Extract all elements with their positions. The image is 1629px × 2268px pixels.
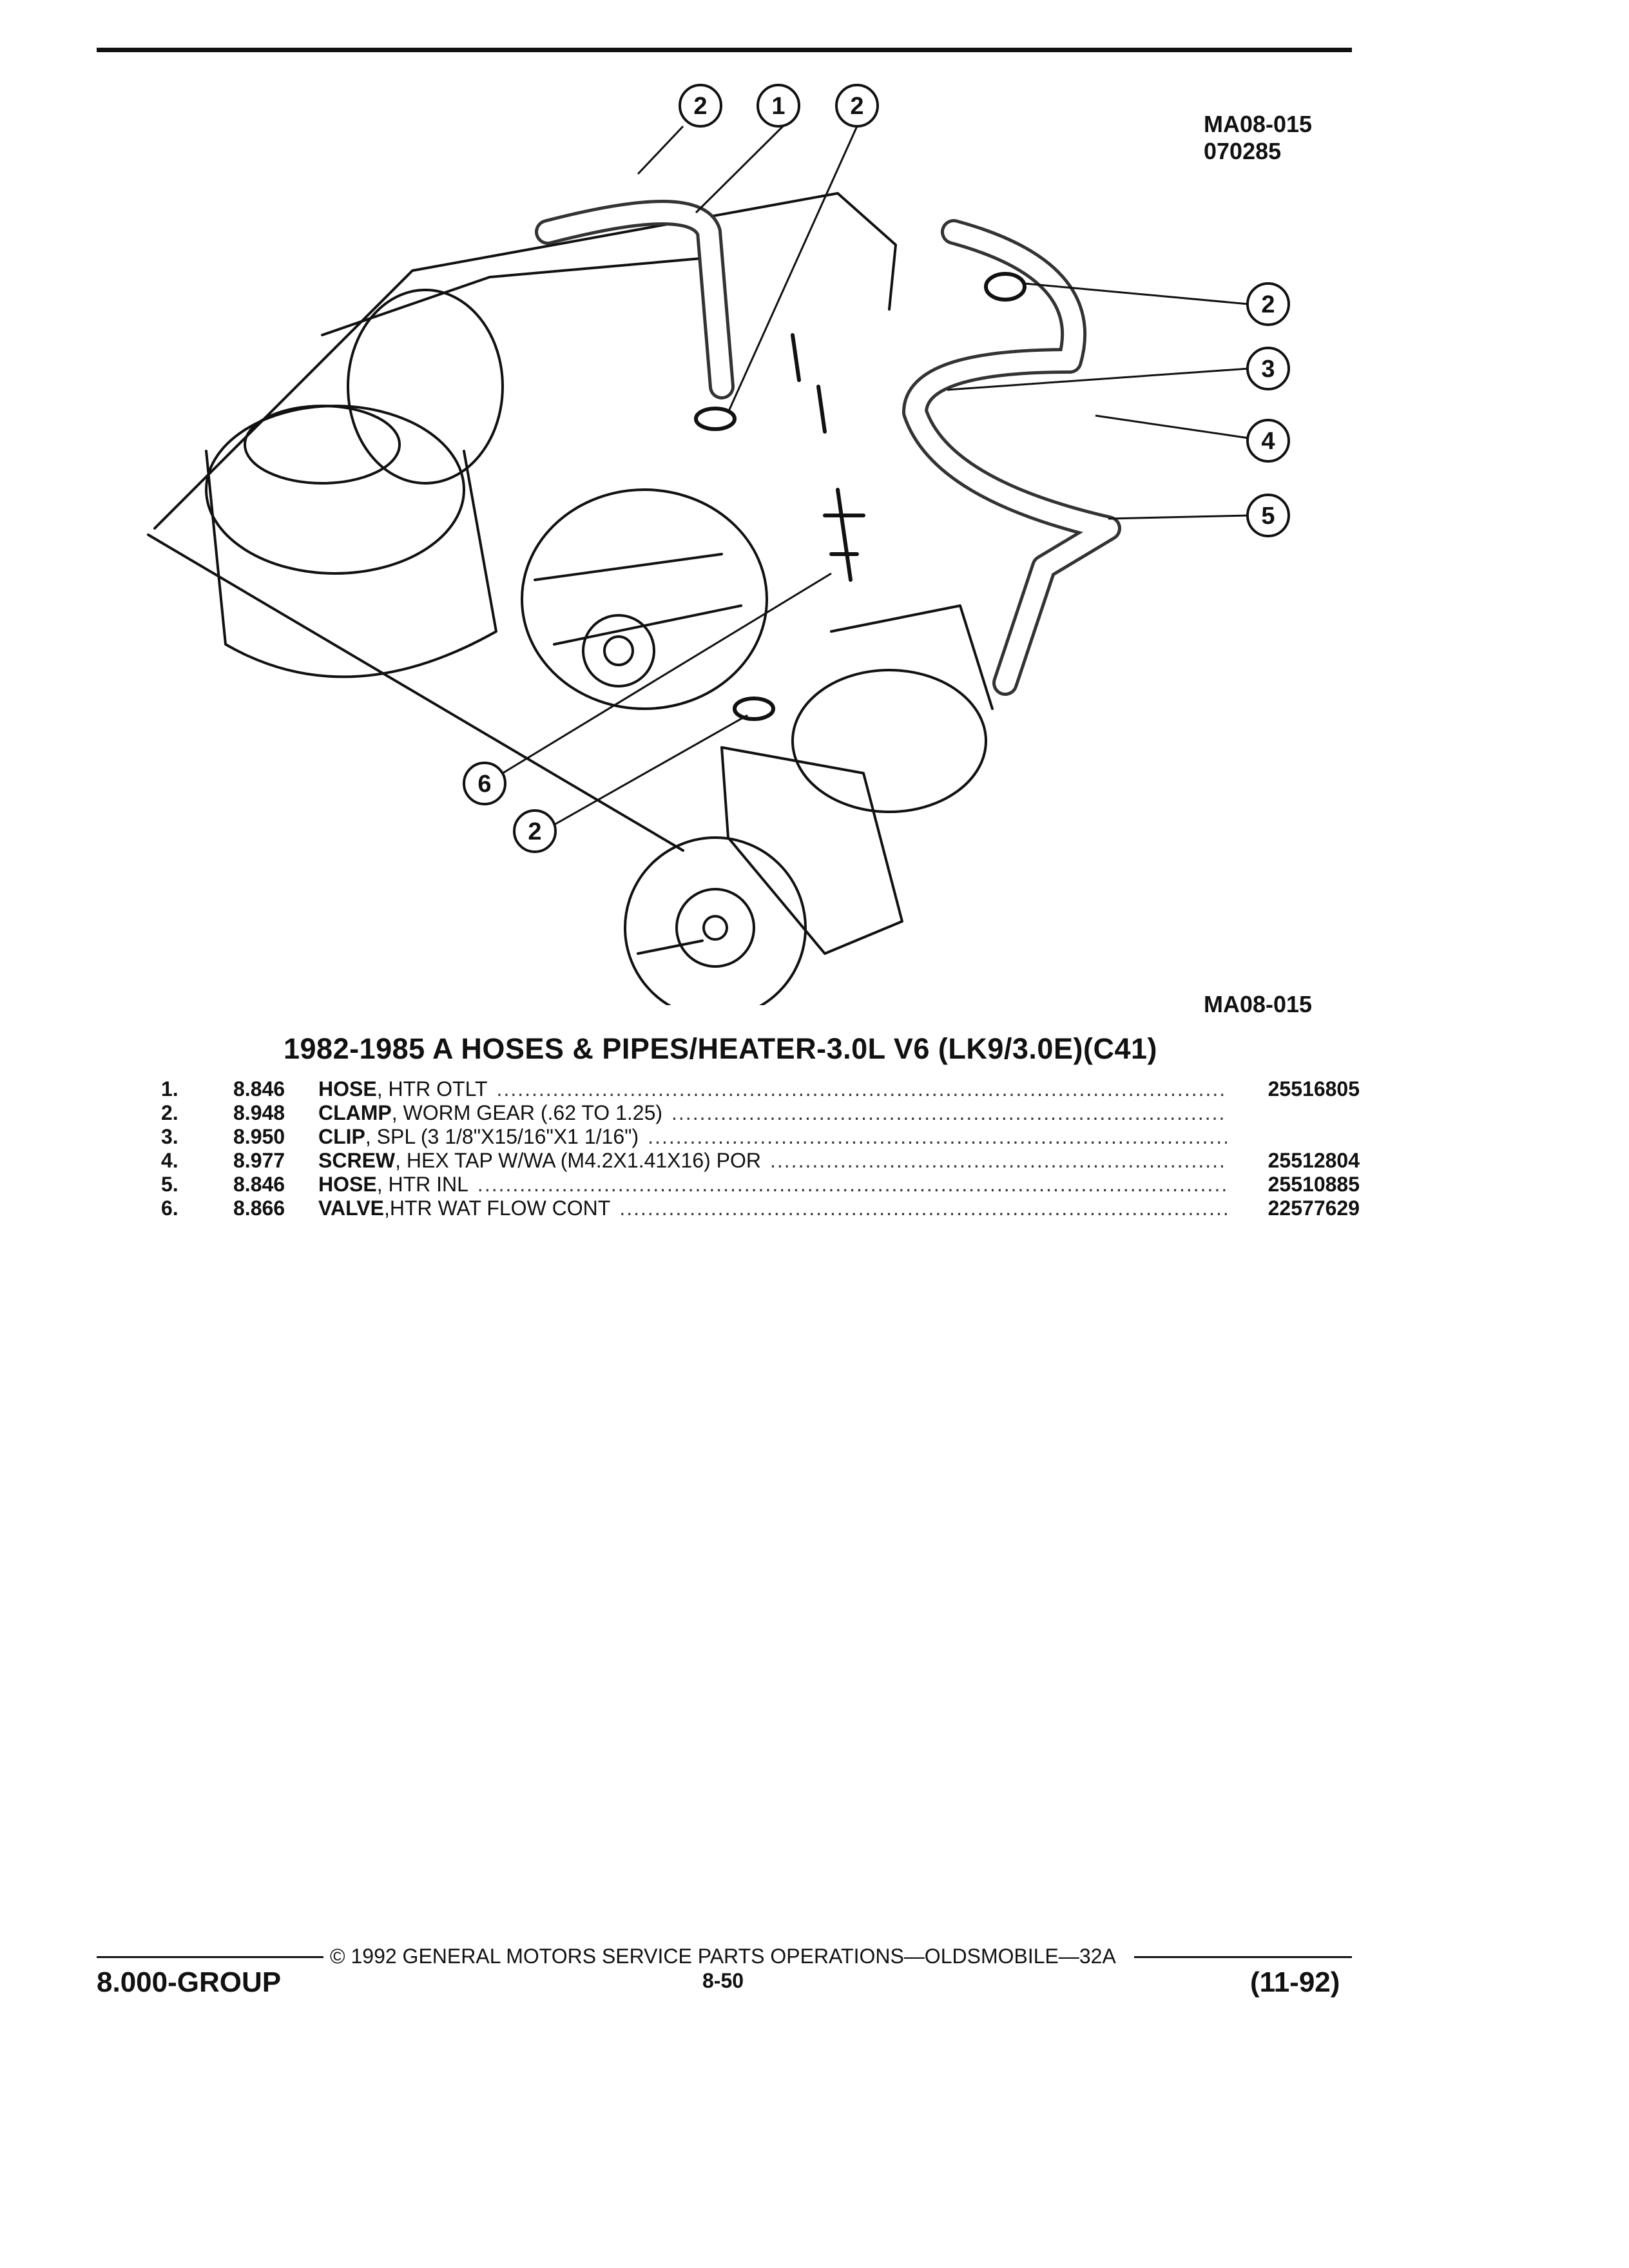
part-detail: , SPL (3 1/8"X15/16"X1 1/16") xyxy=(365,1125,639,1148)
diagram-reference: MA08-015 070285 xyxy=(1204,111,1312,165)
item-number: 4. xyxy=(161,1149,178,1172)
part-description: HOSE , HTR INL xyxy=(318,1173,1227,1196)
part-detail: , WORM GEAR (.62 TO 1.25) xyxy=(391,1101,663,1124)
part-name: VALVE xyxy=(318,1196,384,1220)
item-number: 1. xyxy=(161,1077,178,1100)
callout-5: 5 xyxy=(1261,503,1275,530)
part-number: 22577629 xyxy=(1268,1196,1360,1220)
footer-rule-left xyxy=(97,1956,323,1958)
item-number: 2. xyxy=(161,1101,178,1124)
leader-dots xyxy=(639,1125,1227,1149)
leader-dots xyxy=(662,1101,1227,1125)
group-code: 8.977 xyxy=(233,1149,285,1172)
copyright-notice: © 1992 GENERAL MOTORS SERVICE PARTS OPER… xyxy=(330,1945,1116,1968)
top-rule xyxy=(97,48,1352,52)
group-code: 8.866 xyxy=(233,1196,285,1220)
callout-2a: 2 xyxy=(693,93,707,120)
heater-hose-diagram: 2 1 2 2 3 4 5 6 2 xyxy=(147,84,1290,1005)
leader-dots xyxy=(761,1149,1227,1173)
part-number: 25516805 xyxy=(1268,1077,1360,1100)
diagram-ref-date: 070285 xyxy=(1204,138,1282,164)
group-code: 8.948 xyxy=(233,1101,285,1124)
parts-list-row: 6. 8.866 VALVE ,HTR WAT FLOW CONT 225776… xyxy=(161,1196,1360,1220)
item-number: 3. xyxy=(161,1125,178,1148)
part-name: HOSE xyxy=(318,1173,377,1196)
callout-2b: 2 xyxy=(850,93,863,120)
leader-dots xyxy=(488,1077,1227,1101)
revision-date: (11-92) xyxy=(1250,1966,1340,1998)
part-detail: , HEX TAP W/WA (M4.2X1.41X16) POR xyxy=(395,1149,761,1172)
part-number: 25510885 xyxy=(1268,1173,1360,1196)
group-code: 8.846 xyxy=(233,1077,285,1100)
part-detail: ,HTR WAT FLOW CONT xyxy=(383,1196,611,1220)
diagram-ref-code: MA08-015 xyxy=(1204,111,1313,137)
callout-3: 3 xyxy=(1261,356,1275,383)
parts-list-row: 4. 8.977 SCREW , HEX TAP W/WA (M4.2X1.41… xyxy=(161,1149,1360,1173)
parts-list-row: 1. 8.846 HOSE , HTR OTLT 25516805 xyxy=(161,1077,1360,1101)
leader-dots xyxy=(468,1173,1227,1196)
part-number: 25512804 xyxy=(1268,1149,1360,1172)
part-description: CLAMP , WORM GEAR (.62 TO 1.25) xyxy=(318,1101,1227,1125)
callout-2c: 2 xyxy=(1261,291,1275,318)
part-name: CLAMP xyxy=(318,1101,392,1124)
leader-dots xyxy=(610,1196,1227,1220)
parts-list-row: 5. 8.846 HOSE , HTR INL 25510885 xyxy=(161,1173,1360,1196)
part-description: CLIP , SPL (3 1/8"X15/16"X1 1/16") xyxy=(318,1125,1227,1149)
part-description: SCREW , HEX TAP W/WA (M4.2X1.41X16) POR xyxy=(318,1149,1227,1173)
item-number: 6. xyxy=(161,1196,178,1220)
part-detail: , HTR OTLT xyxy=(376,1077,488,1100)
callout-1: 1 xyxy=(771,93,785,120)
diagram-ref-code-bottom: MA08-015 xyxy=(1204,991,1313,1017)
part-description: HOSE , HTR OTLT xyxy=(318,1077,1227,1101)
callout-2d: 2 xyxy=(528,818,541,845)
group-code: 8.950 xyxy=(233,1125,285,1148)
callout-4: 4 xyxy=(1261,428,1275,455)
group-code: 8.846 xyxy=(233,1173,285,1196)
parts-list-row: 2. 8.948 CLAMP , WORM GEAR (.62 TO 1.25) xyxy=(161,1101,1360,1125)
parts-list: 1. 8.846 HOSE , HTR OTLT 25516805 2. 8.9… xyxy=(161,1077,1360,1220)
page-number: 8-50 xyxy=(702,1969,744,1992)
part-name: SCREW xyxy=(318,1149,396,1172)
group-label: 8.000-GROUP xyxy=(97,1966,282,1998)
item-number: 5. xyxy=(161,1173,178,1196)
part-name: CLIP xyxy=(318,1125,365,1148)
part-name: HOSE xyxy=(318,1077,377,1100)
callout-6: 6 xyxy=(477,771,491,798)
part-description: VALVE ,HTR WAT FLOW CONT xyxy=(318,1196,1227,1220)
page-title: 1982-1985 A HOSES & PIPES/HEATER-3.0L V6… xyxy=(284,1032,1157,1065)
footer-rule-right xyxy=(1134,1956,1352,1958)
parts-list-row: 3. 8.950 CLIP , SPL (3 1/8"X15/16"X1 1/1… xyxy=(161,1125,1360,1149)
part-detail: , HTR INL xyxy=(376,1173,468,1196)
